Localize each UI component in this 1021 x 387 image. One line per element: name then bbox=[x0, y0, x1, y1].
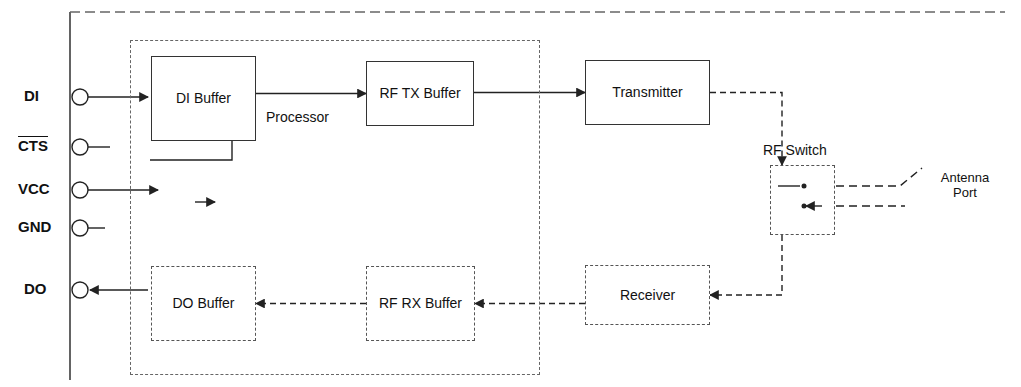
power-tick bbox=[195, 201, 215, 202]
box-label: DO Buffer bbox=[167, 295, 241, 312]
antenna-line bbox=[836, 168, 922, 186]
pin-circle bbox=[72, 220, 88, 236]
pin-name: GND bbox=[18, 218, 51, 235]
transmitter-box: Transmitter bbox=[585, 60, 710, 125]
box-label: Processor bbox=[266, 109, 329, 126]
rf-switch-box: RF Switch bbox=[770, 165, 835, 235]
do-wire bbox=[90, 289, 148, 290]
pin-circle bbox=[72, 89, 88, 105]
switch-contact bbox=[806, 205, 822, 206]
pin-circle bbox=[72, 282, 88, 298]
di-tail bbox=[150, 141, 232, 160]
housing-line bbox=[70, 11, 1005, 12]
switch-contact bbox=[778, 185, 800, 186]
port-label: Antenna Port bbox=[932, 170, 998, 200]
di-wire bbox=[88, 96, 148, 97]
buffer-box: DO Buffer bbox=[151, 266, 256, 341]
buffer-box: RF RX Buffer bbox=[366, 266, 475, 341]
buffer-box: RF TX Buffer bbox=[366, 61, 474, 126]
vcc-wire bbox=[88, 189, 158, 190]
pin-circle bbox=[72, 182, 88, 198]
signal-arrow bbox=[256, 303, 366, 304]
box-label: Transmitter bbox=[606, 84, 688, 101]
switch-dot bbox=[802, 184, 807, 189]
box-label: RF TX Buffer bbox=[373, 85, 466, 102]
pin-name: DI bbox=[24, 87, 39, 104]
box-label: RF Switch bbox=[763, 142, 827, 159]
cts-wire bbox=[88, 146, 110, 147]
buffer-box: DI Buffer bbox=[151, 56, 256, 141]
signal-arrow bbox=[475, 303, 585, 304]
switch-dot bbox=[802, 204, 807, 209]
pin-circle bbox=[72, 139, 88, 155]
box-label: RF RX Buffer bbox=[373, 295, 468, 312]
pin-name: CTS bbox=[18, 137, 48, 154]
receiver-box: Receiver bbox=[585, 265, 710, 325]
pin-name: VCC bbox=[18, 180, 50, 197]
pin-name: DO bbox=[24, 280, 47, 297]
processor-region: Processor DI Buffer RF TX Buffer RF RX Buff… bbox=[130, 40, 540, 375]
box-label: DI Buffer bbox=[170, 90, 237, 107]
antenna-line bbox=[836, 205, 905, 206]
box-label: Receiver bbox=[614, 287, 681, 304]
bus-line bbox=[69, 12, 70, 380]
signal-arrow bbox=[474, 92, 585, 93]
signal-arrow bbox=[256, 93, 366, 94]
gnd-wire bbox=[88, 227, 105, 228]
signal-arrow bbox=[710, 235, 782, 295]
